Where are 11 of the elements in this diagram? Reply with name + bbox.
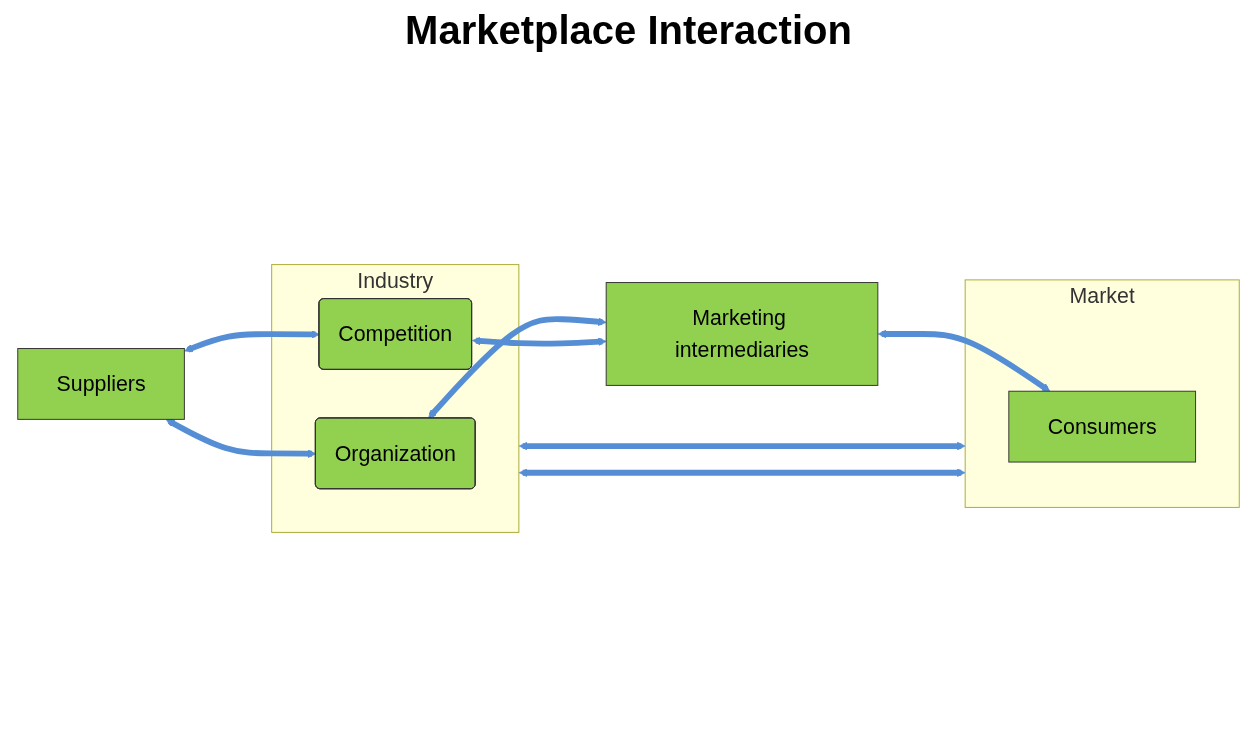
arrow [184, 330, 320, 353]
arrow [518, 441, 966, 451]
arrow [472, 336, 607, 347]
node-box: Suppliers [17, 348, 185, 420]
arrow [165, 418, 317, 458]
node-box: Marketing intermediaries [605, 282, 879, 386]
diagram-title: Marketplace Interaction [405, 8, 852, 53]
arrow [518, 468, 966, 477]
arrow [428, 316, 607, 419]
arrow [877, 329, 1051, 392]
node-box: Consumers [1008, 390, 1197, 463]
